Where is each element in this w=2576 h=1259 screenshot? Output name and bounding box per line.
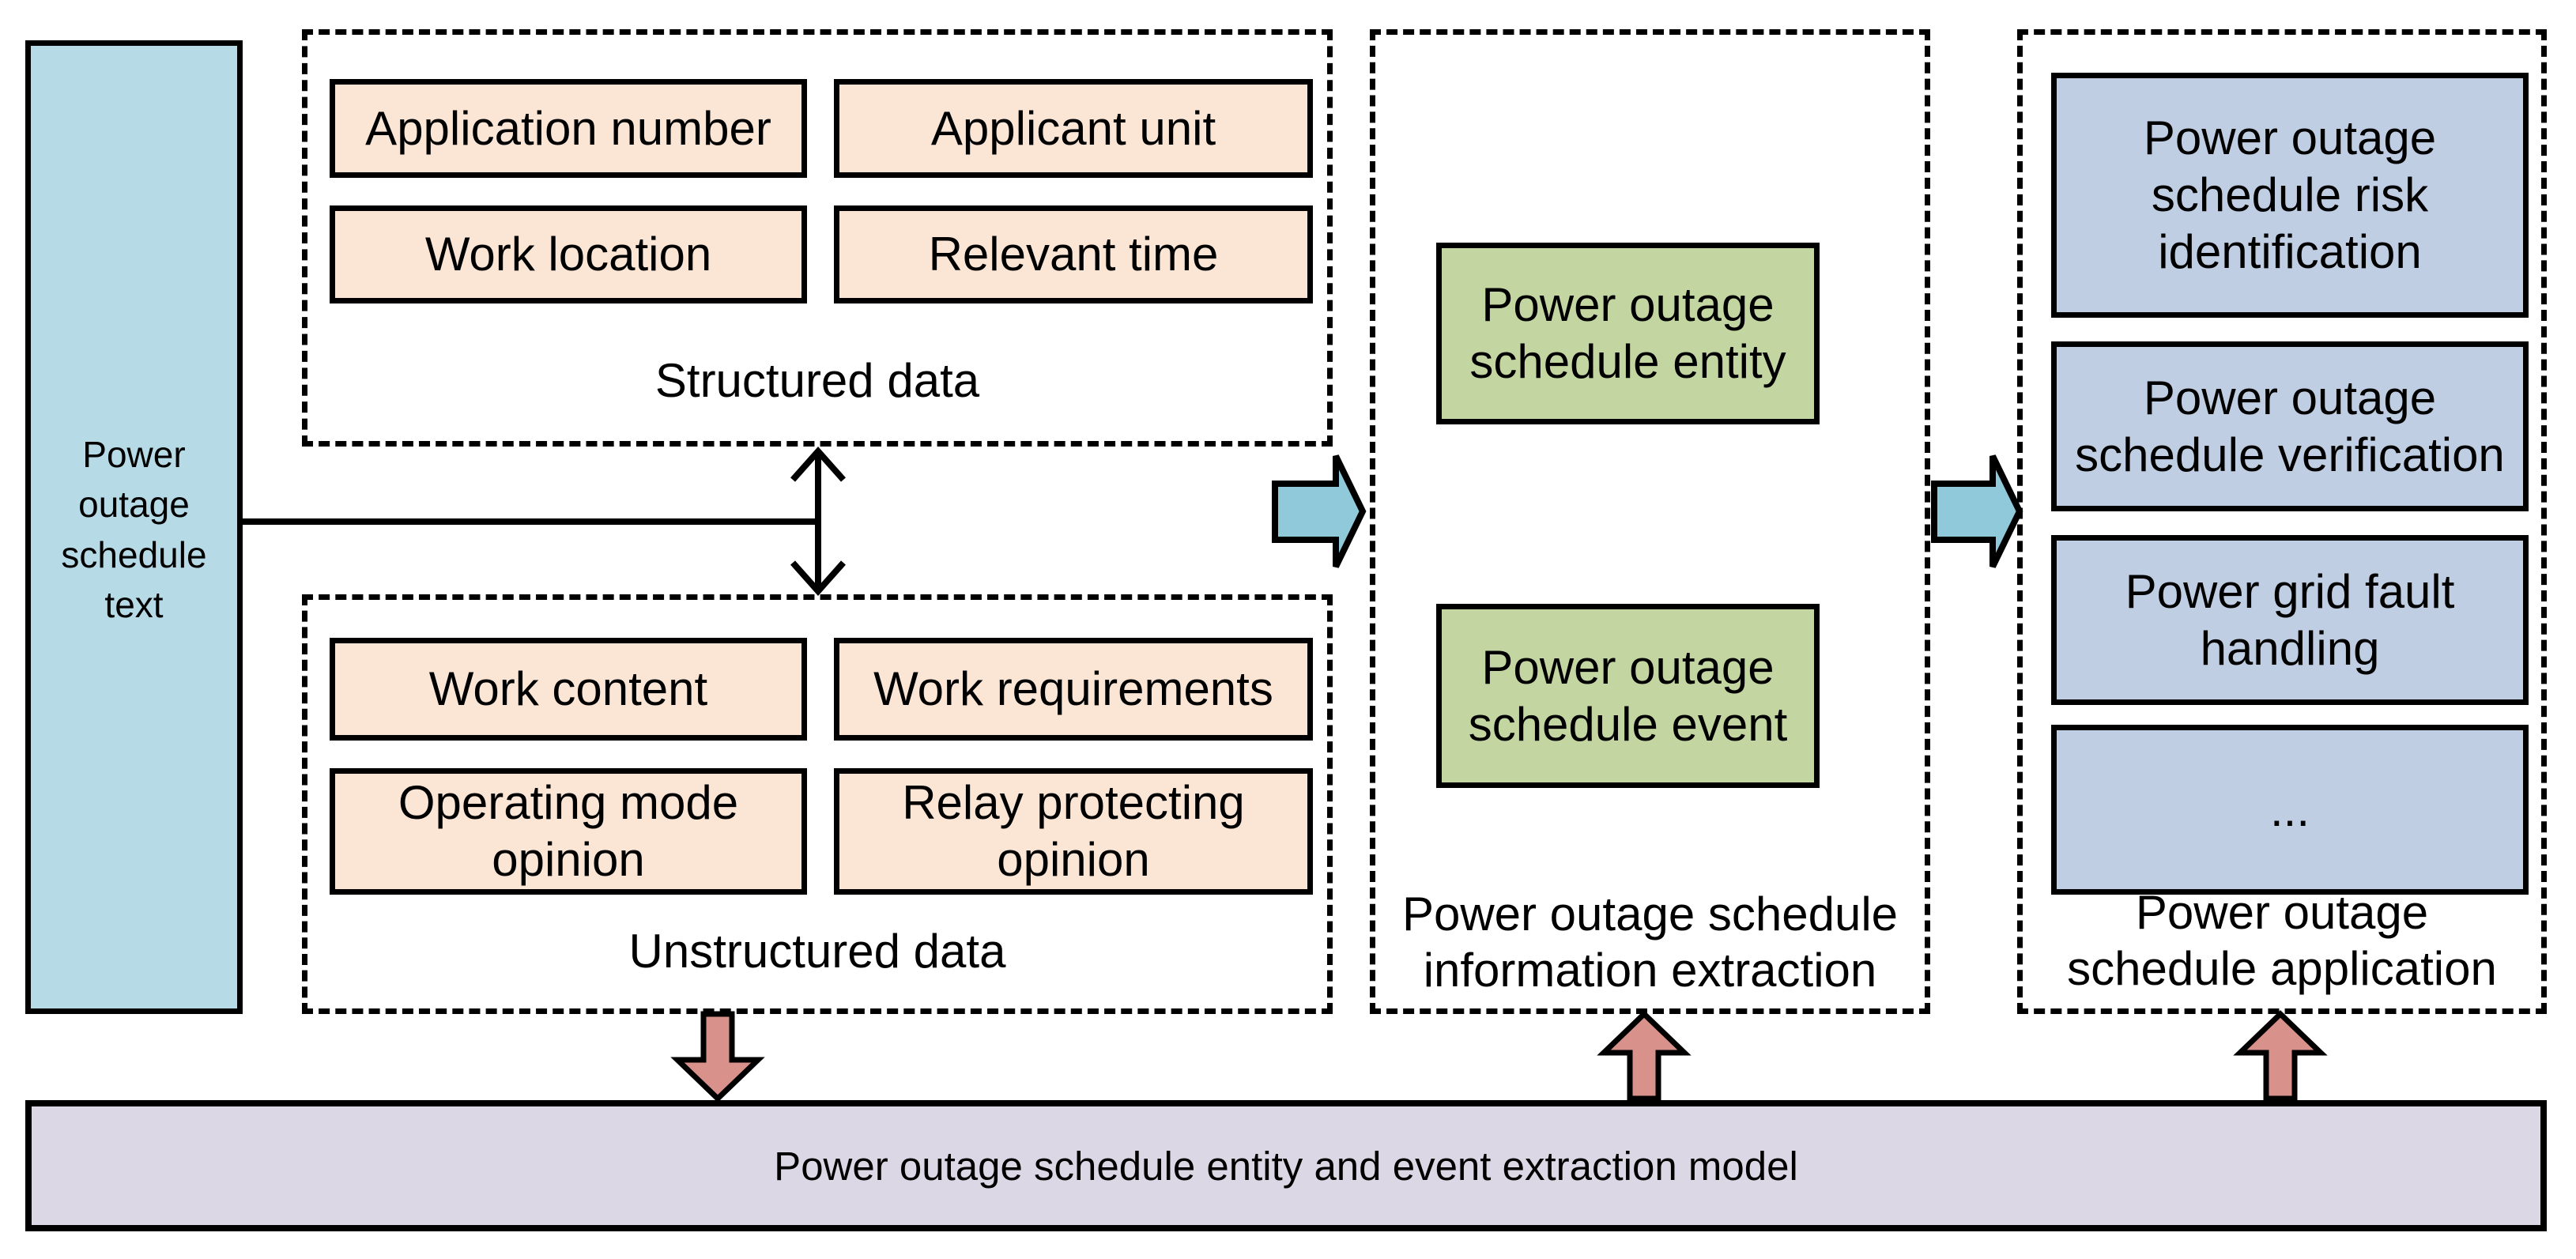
flow-arrow-to-extraction bbox=[1272, 454, 1367, 568]
unstructured-data-label: Unstructured data bbox=[628, 925, 1006, 978]
field-work-requirements: Work requirements bbox=[834, 638, 1313, 741]
model-bar: Power outage schedule entity and event e… bbox=[25, 1100, 2547, 1231]
field-work-content: Work content bbox=[330, 638, 807, 741]
field-relevant-time: Relevant time bbox=[834, 205, 1313, 303]
model-arrow-to-application bbox=[2233, 1010, 2328, 1102]
model-bar-label: Power outage schedule entity and event e… bbox=[774, 1143, 1798, 1189]
structured-data-label: Structured data bbox=[654, 354, 980, 408]
field-applicant-unit: Applicant unit bbox=[834, 79, 1313, 178]
flow-arrow-to-application bbox=[1931, 454, 2023, 568]
field-work-location: Work location bbox=[330, 205, 807, 303]
bidirectional-arrow bbox=[790, 446, 846, 597]
structured-data-panel: Application number Applicant unit Work l… bbox=[302, 29, 1333, 447]
unstructured-data-panel: Work content Work requirements Operating… bbox=[302, 594, 1333, 1014]
model-arrow-from-unstructured bbox=[670, 1011, 765, 1103]
app-more-box: ... bbox=[2051, 725, 2529, 895]
field-application-number: Application number bbox=[330, 79, 807, 178]
model-arrow-to-extraction bbox=[1597, 1010, 1692, 1102]
